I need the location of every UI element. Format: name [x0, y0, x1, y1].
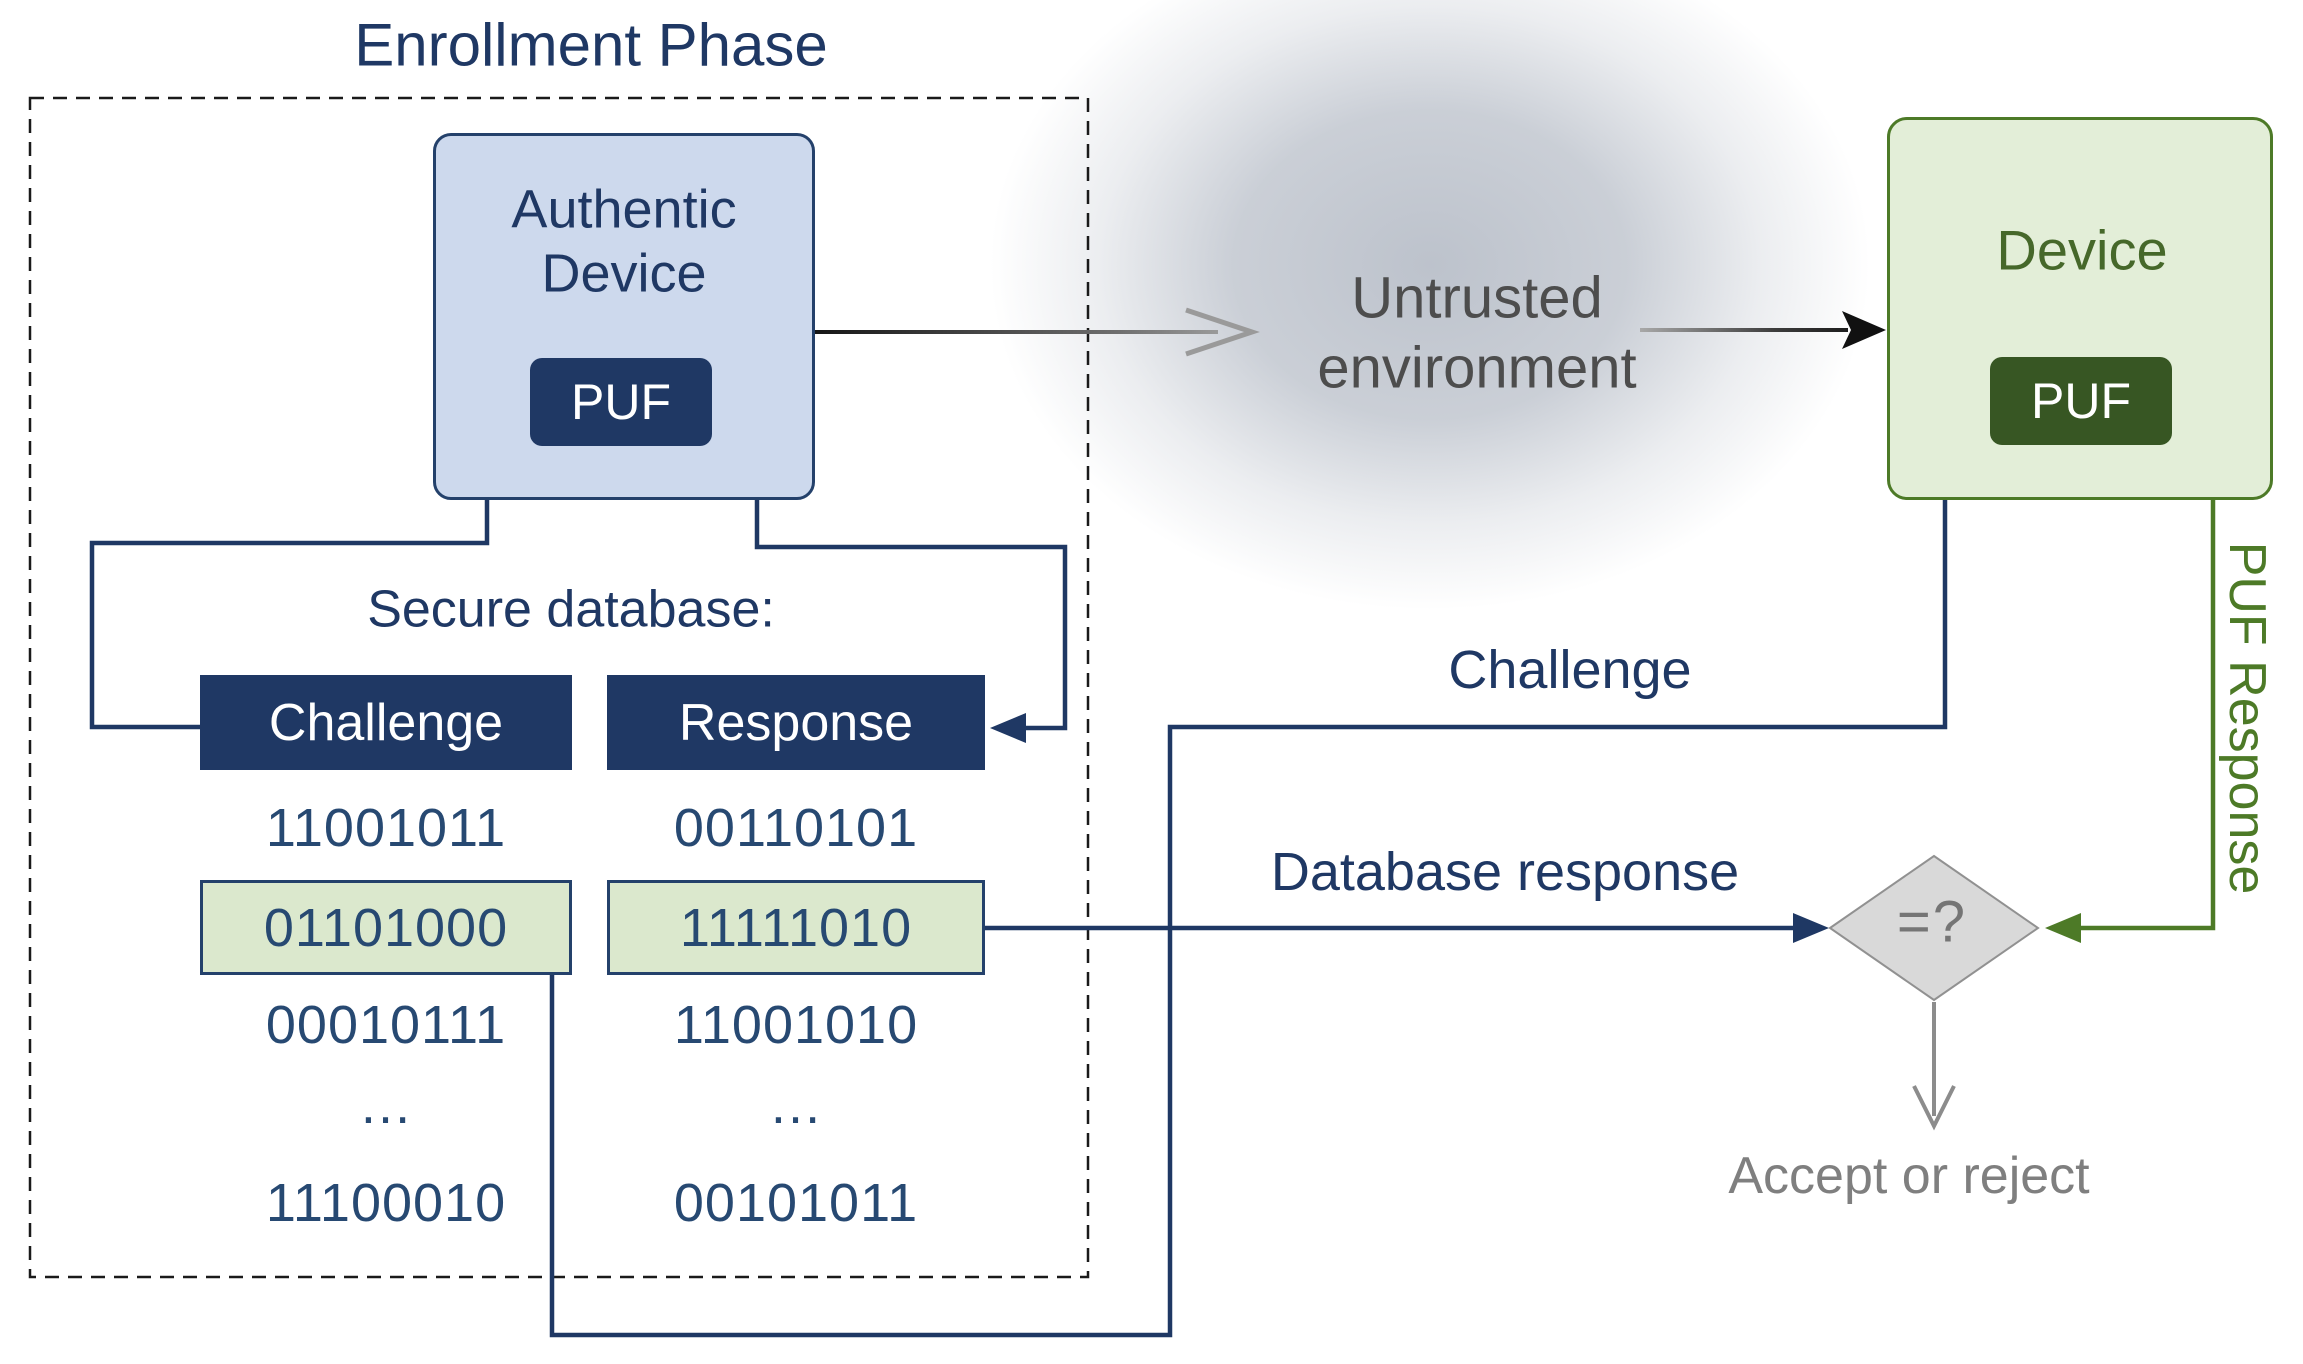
response-ellipsis-row: …	[768, 1075, 824, 1135]
response-value-row5: 00101011	[673, 1173, 919, 1233]
device-label: Device	[1996, 218, 2168, 282]
challenge-value-row1: 11001011	[265, 798, 507, 858]
device-puf-label: PUF	[2031, 373, 2131, 429]
database-response-arrowhead	[1793, 913, 1829, 943]
enrollment-phase-dashed-border	[28, 96, 1090, 1279]
authentic-puf-label: PUF	[571, 374, 671, 430]
authentic-puf-box: PUF	[530, 358, 712, 446]
enrollment-phase-title: Enrollment Phase	[354, 11, 828, 79]
untrusted-environment-label: Untrusted environment	[1317, 265, 1637, 400]
challenge-flow-label: Challenge	[1448, 640, 1692, 700]
comparator-diamond	[1828, 854, 2040, 1002]
database-response-flow-label: Database response	[1270, 842, 1740, 902]
response-column-header: Response	[607, 675, 985, 770]
comparator-label: =?	[1896, 889, 1968, 955]
response-value-row2-highlighted: 11111010	[607, 880, 985, 975]
accept-or-reject-label: Accept or reject	[1728, 1147, 2090, 1205]
untrusted-environment-blob	[990, 0, 1870, 610]
response-value-row3: 11001010	[673, 995, 919, 1055]
response-value-row1: 00110101	[673, 798, 919, 858]
highlighted-challenge-value: 01101000	[263, 897, 509, 958]
puf-response-arrowhead	[2045, 913, 2081, 943]
secure-database-title: Secure database:	[367, 580, 775, 639]
response-header-label: Response	[678, 693, 914, 752]
challenge-value-row5: 11100010	[265, 1173, 507, 1233]
puf-response-flow-label: PUF Response	[2218, 541, 2276, 895]
challenge-value-row3: 00010111	[265, 995, 507, 1055]
highlighted-response-value: 11111010	[679, 897, 913, 958]
challenge-value-row2-highlighted: 01101000	[200, 880, 572, 975]
decision-arrowhead	[1912, 1085, 1956, 1131]
authentic-device-label: Authentic Device	[511, 179, 737, 303]
device-puf-box: PUF	[1990, 357, 2172, 445]
challenge-ellipsis-row: …	[358, 1075, 414, 1135]
device-to-untrusted-arrowhead	[1185, 307, 1260, 357]
enrollment-response-arrowhead	[990, 713, 1026, 743]
untrusted-to-device-arrowhead	[1842, 311, 1886, 349]
challenge-column-header: Challenge	[200, 675, 572, 770]
challenge-header-label: Challenge	[268, 693, 504, 752]
